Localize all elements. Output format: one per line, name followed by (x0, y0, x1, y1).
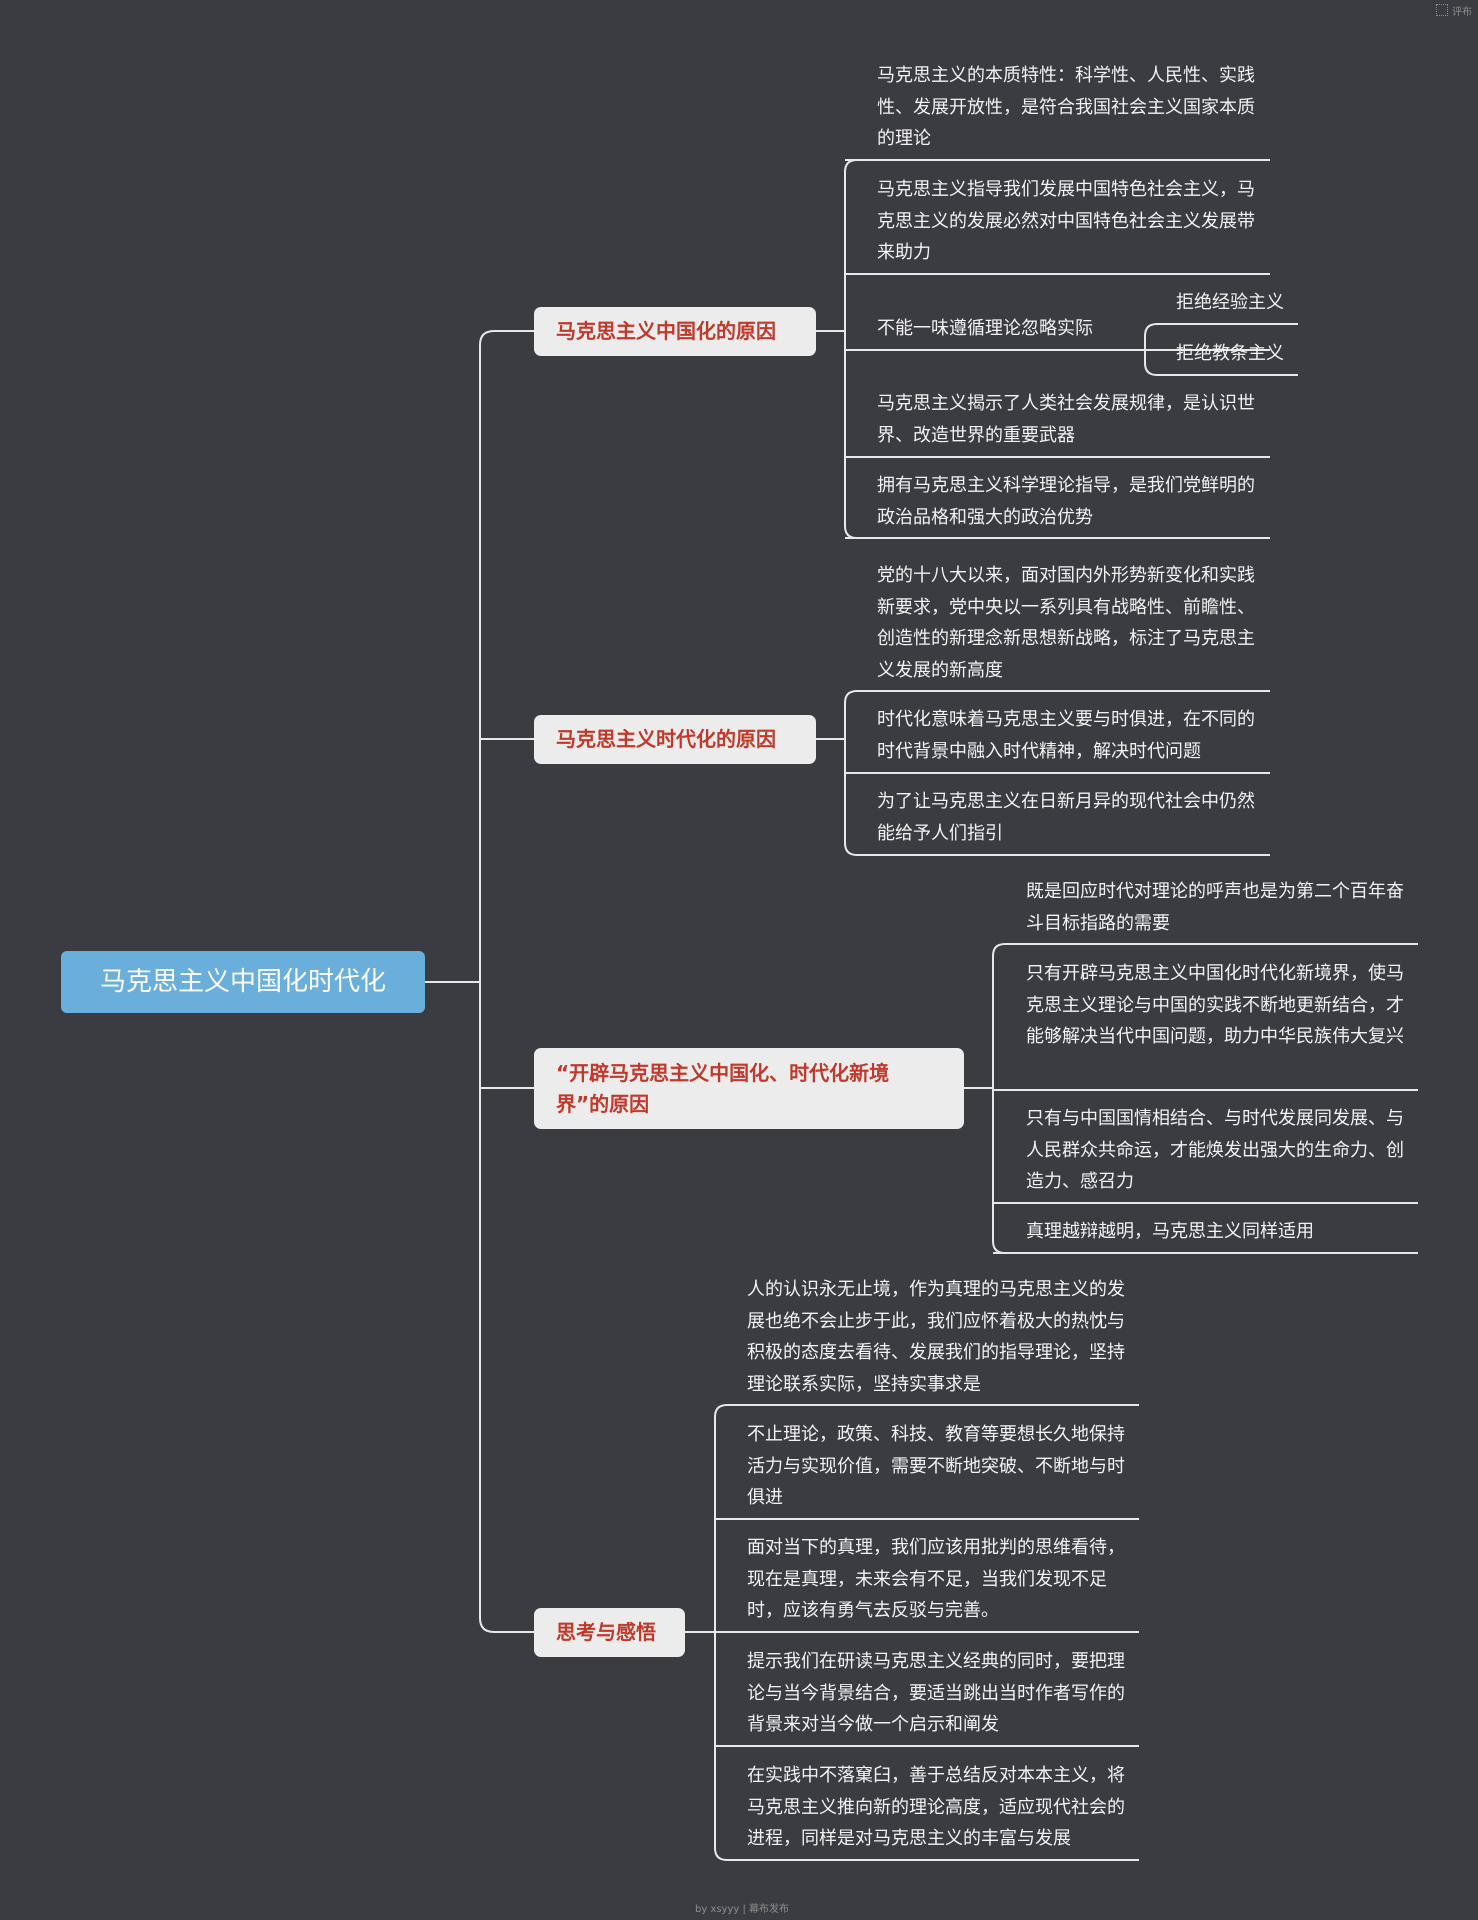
watermark-bottom: by xsyyy | 幕布发布 (695, 1904, 790, 1915)
leaf-node: 时代化意味着马克思主义要与时俱进，在不同的时代背景中融入时代精神，解决时代问题 (877, 709, 1255, 762)
leaf-node: 马克思主义的本质特性：科学性、人民性、实践性、发展开放性，是符合我国社会主义国家… (877, 65, 1255, 149)
watermark-top: 评布 (1452, 7, 1472, 18)
leaf-node: 马克思主义指导我们发展中国特色社会主义，马克思主义的发展必然对中国特色社会主义发… (877, 179, 1255, 263)
leaf-node: 只有开辟马克思主义中国化时代化新境界，使马克思主义理论与中国的实践不断地更新结合… (1026, 963, 1404, 1047)
leaf-node: 党的十八大以来，面对国内外形势新变化和实践新要求，党中央以一系列具有战略性、前瞻… (877, 565, 1255, 681)
subleaf-node: 拒绝经验主义 (1176, 292, 1284, 313)
leaf-node: 拥有马克思主义科学理论指导，是我们党鲜明的政治品格和强大的政治优势 (877, 475, 1255, 528)
leaf-node: 真理越辩越明，马克思主义同样适用 (1026, 1221, 1314, 1242)
branch-node-reflections[interactable]: 思考与感悟 (534, 1608, 685, 1657)
leaf-node: 提示我们在研读马克思主义经典的同时，要把理论与当今背景结合，要适当跳出当时作者写… (747, 1651, 1125, 1735)
subleaf-node: 拒绝教条主义 (1176, 343, 1284, 364)
leaf-node: 人的认识永无止境，作为真理的马克思主义的发展也绝不会止步于此，我们应怀着极大的热… (747, 1279, 1125, 1395)
root-node[interactable]: 马克思主义中国化时代化 (61, 951, 425, 1013)
connector-line (479, 330, 534, 1633)
leaf-node: 为了让马克思主义在日新月异的现代社会中仍然能给予人们指引 (877, 791, 1255, 844)
branch-node-sinicization-reasons[interactable]: 马克思主义中国化的原因 (534, 307, 816, 356)
expand-icon[interactable] (1436, 4, 1448, 16)
leaf-node: 马克思主义揭示了人类社会发展规律，是认识世界、改造世界的重要武器 (877, 393, 1255, 446)
branch-node-modernization-reasons[interactable]: 马克思主义时代化的原因 (534, 715, 816, 764)
leaf-node: 不止理论，政策、科技、教育等要想长久地保持活力与实现价值，需要不断地突破、不断地… (747, 1424, 1125, 1508)
branch-node-new-realm-reasons[interactable]: “开辟马克思主义中国化、时代化新境界”的原因 (534, 1048, 964, 1129)
leaf-node: 不能一味遵循理论忽略实际 (877, 318, 1093, 339)
leaf-node: 只有与中国国情相结合、与时代发展同发展、与人民群众共命运，才能焕发出强大的生命力… (1026, 1108, 1404, 1192)
connector-line (1144, 323, 1298, 376)
leaf-node: 面对当下的真理，我们应该用批判的思维看待，现在是真理，未来会有不足，当我们发现不… (747, 1537, 1125, 1621)
leaf-node: 在实践中不落窠臼，善于总结反对本本主义，将马克思主义推向新的理论高度，适应现代社… (747, 1765, 1125, 1849)
leaf-node: 既是回应时代对理论的呼声也是为第二个百年奋斗目标指路的需要 (1026, 881, 1404, 934)
